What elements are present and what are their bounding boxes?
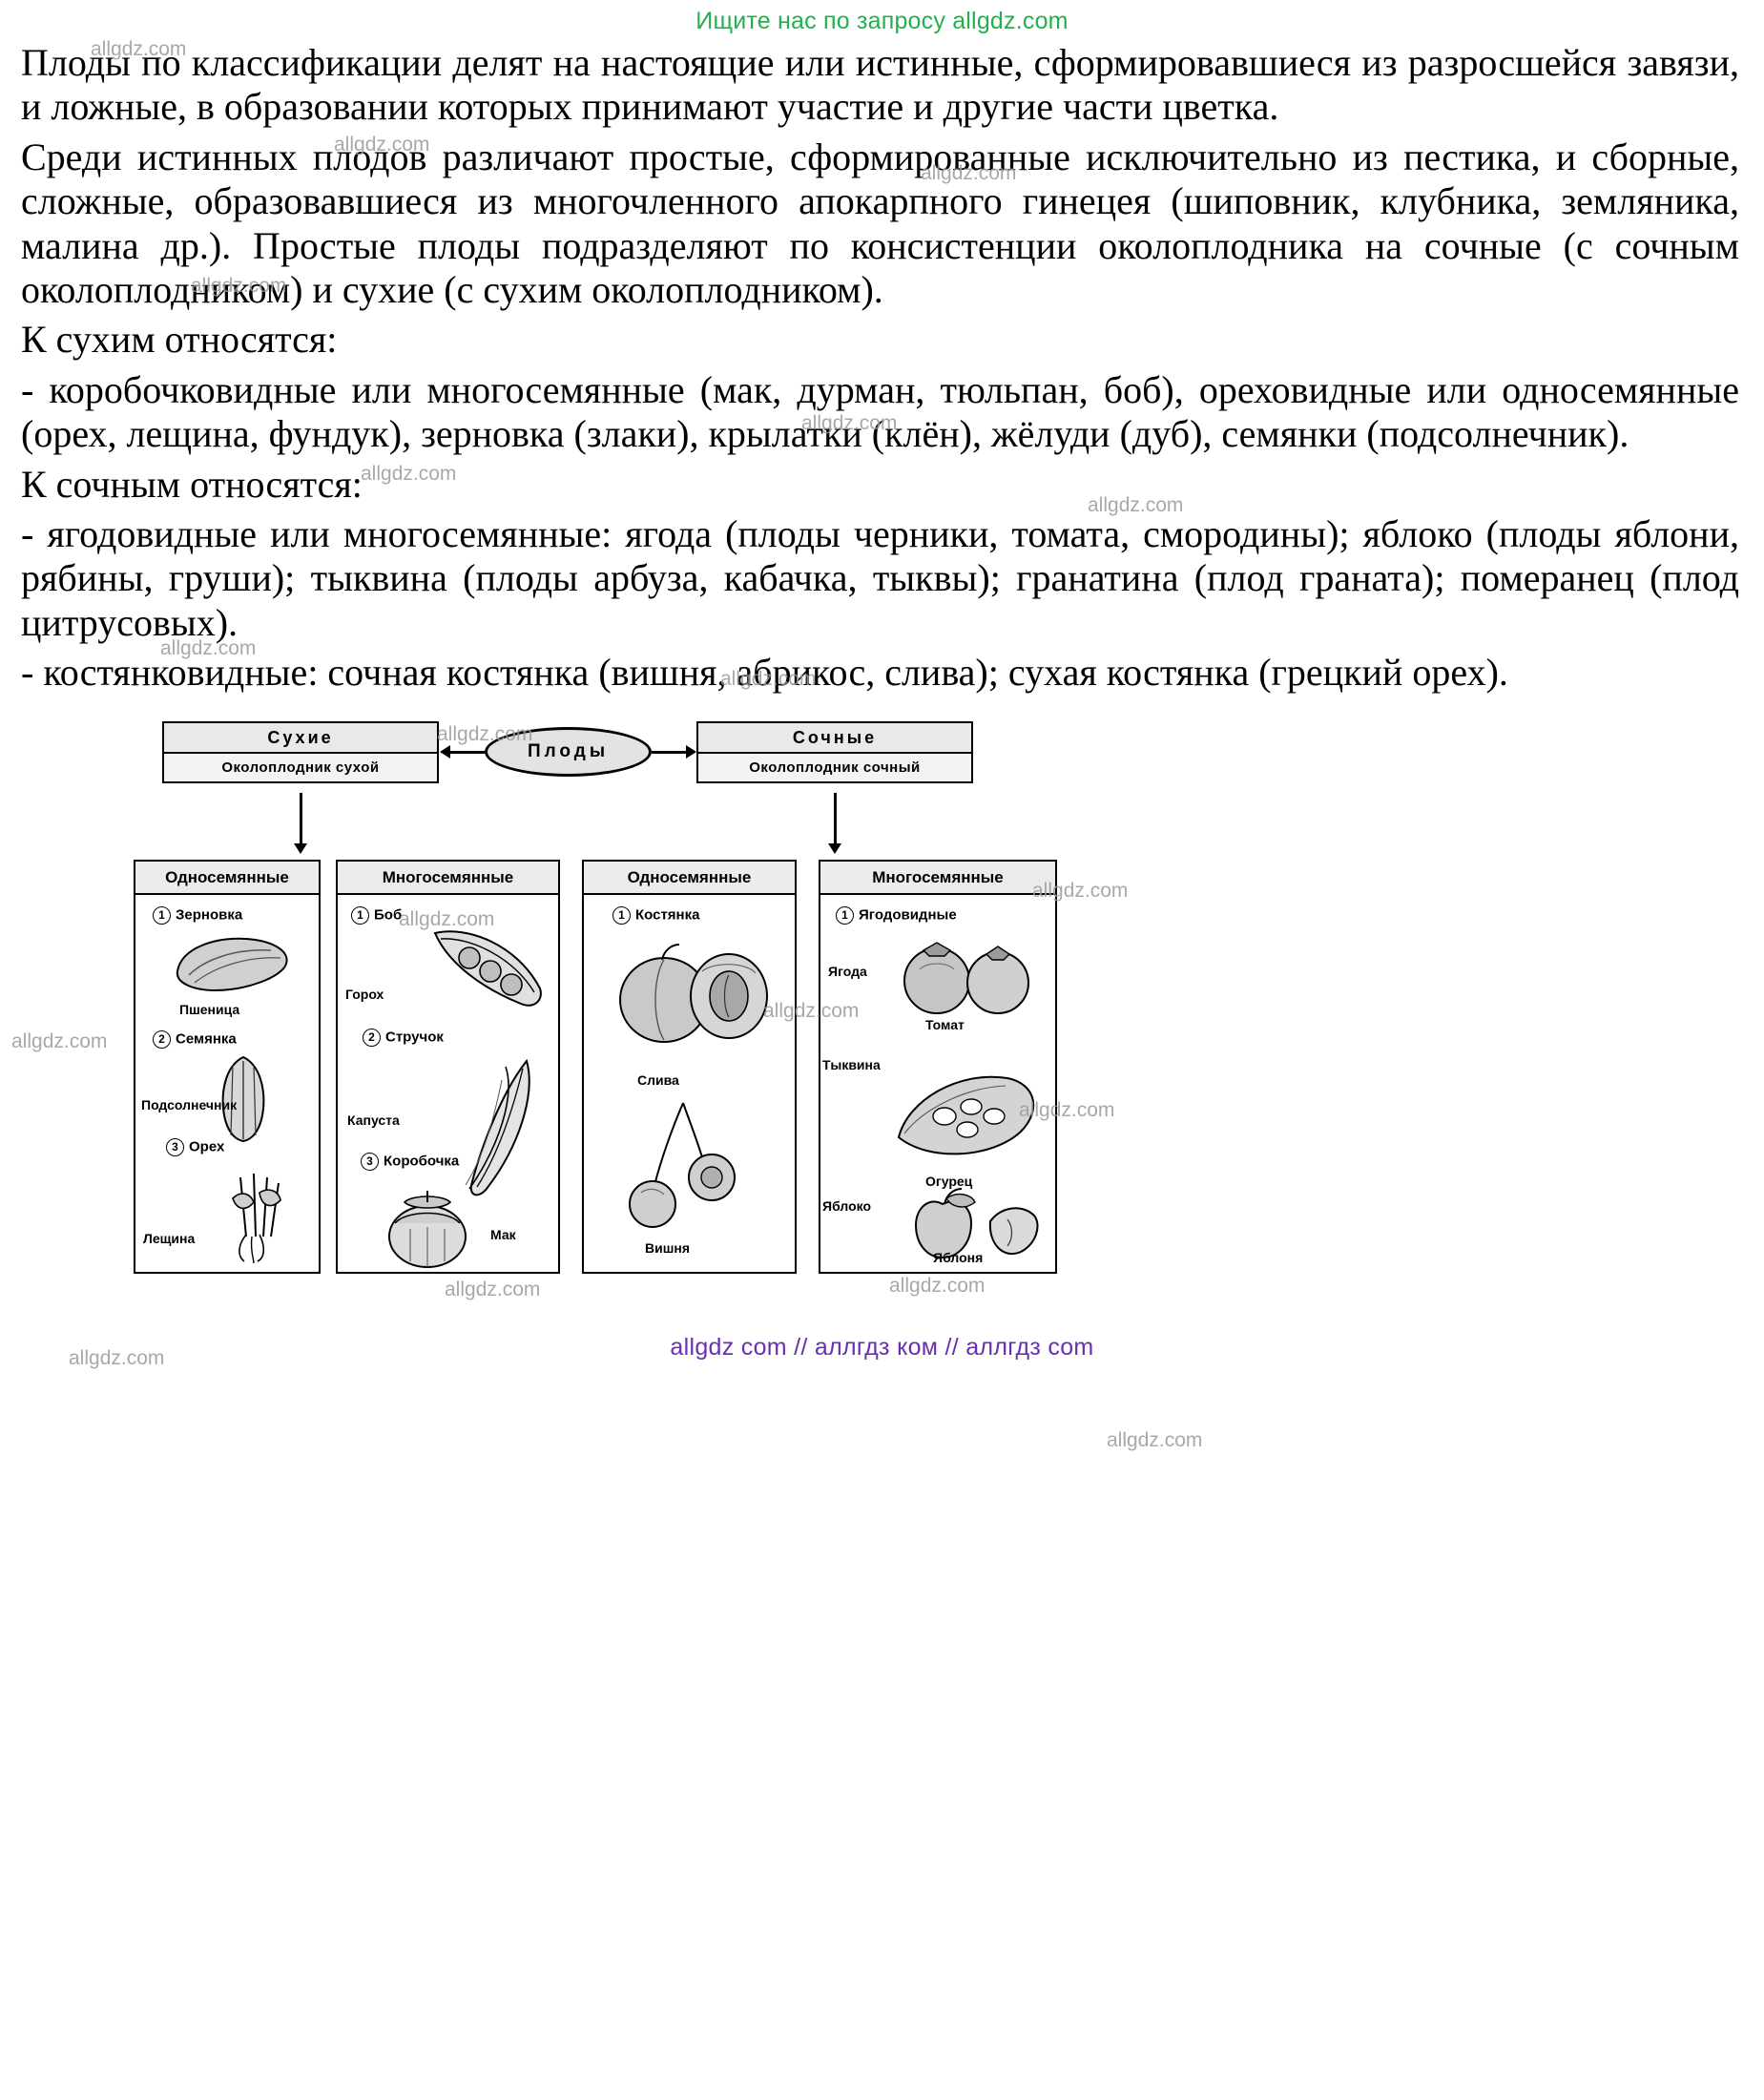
connector-left-arrow-icon [440,745,450,759]
watermark: allgdz.com [1107,1429,1203,1451]
fruit-classification-figure: Сухие Околоплодник сухой Плоды Сочные Ок… [0,712,1764,1322]
group-title-dry: Сухие [164,723,437,755]
item-2-1: 1 Боб [351,906,402,925]
grain-illustration [176,938,288,992]
paragraph-7: - костянковидные: сочная костянка (вишня… [21,651,1508,695]
column-dry-one-seeded: Односемянные 1 Зерновка Пшеница 2 Семянка [134,860,321,1275]
connector-left [450,751,485,755]
connector-right [652,751,686,755]
item-number-icon: 3 [361,1153,379,1172]
drop-line-dry [300,793,302,846]
item-1-3: 3 Орех [166,1138,225,1157]
drop-line-juicy [834,793,837,846]
paragraph-2: Среди истинных плодов различают простые,… [21,135,1739,311]
connector-right-arrow-icon [686,745,696,759]
column-header-2: Многосемянные [338,862,558,896]
item-number-icon: 1 [153,906,171,925]
sunflower-seed-illustration [221,1056,265,1143]
column-header-4: Многосемянные [820,862,1055,896]
pea-pod-illustration [433,930,542,1008]
cucumber-illustration [897,1076,1035,1155]
caption-2-3: Мак [490,1227,516,1243]
item-label: Ягодовидные [859,906,957,924]
paragraph-5: К сочным относятся: [21,462,363,506]
item-label: Стручок [385,1029,444,1046]
column-header-1: Односемянные [135,862,319,896]
caption-4-6: Яблоня [933,1250,984,1266]
document-body: Плоды по классификации делят на настоящи… [0,41,1764,695]
group-box-dry: Сухие Околоплодник сухой [162,721,439,784]
paragraph-3: К сухим относятся: [21,318,338,362]
drop-arrow-dry-icon [294,843,307,855]
plum-illustration [619,944,768,1044]
caption-4-4: Огурец [925,1174,973,1190]
column-body-1: 1 Зерновка Пшеница 2 Семянка [135,895,319,1272]
item-number-icon: 1 [612,906,631,925]
item-2-3: 3 Коробочка [361,1153,460,1172]
caption-3-2: Вишня [645,1240,691,1257]
group-subtitle-juicy: Околоплодник сочный [749,759,921,777]
caption-3-1: Слива [637,1072,679,1089]
item-label: Костянка [635,906,700,924]
caption-4-1: Ягода [828,964,867,980]
top-banner: Ищите нас по запросу allgdz.com [695,8,1069,34]
caption-4-2: Томат [925,1017,965,1033]
cherry-illustration [629,1103,736,1229]
caption-4-3: Тыквина [822,1057,881,1073]
item-1-2: 2 Семянка [153,1030,237,1050]
paragraph-6: - ягодовидные или многосемянные: ягода (… [21,511,1739,644]
caption-1-1: Пшеница [179,1002,240,1018]
column-body-4: 1 Ягодовидные Ягода Томат Тыквина [820,895,1055,1272]
center-node-fruits: Плоды [485,727,652,778]
item-number-icon: 2 [363,1029,381,1048]
footer-banner: allgdz com // аллгдз ком // аллгдз com [670,1334,1094,1362]
item-number-icon: 2 [153,1030,171,1050]
apple-illustration [914,1188,1039,1259]
caption-2-2: Капуста [347,1112,400,1129]
group-box-juicy: Сочные Околоплодник сочный [696,721,973,784]
paragraph-4: - коробочковидные или многосемянные (мак… [21,367,1739,456]
cabbage-silique-illustration [465,1059,530,1196]
item-label: Зерновка [176,906,243,924]
hazel-nut-illustration [232,1174,281,1264]
group-title-juicy: Сочные [698,723,971,755]
item-4-1: 1 Ягодовидные [836,906,957,925]
column-juicy-many-seeded: Многосемянные 1 Ягодовидные Ягода Томат [819,860,1057,1275]
caption-2-1: Горох [345,987,384,1003]
item-label: Семянка [176,1030,237,1048]
item-label: Коробочка [384,1153,460,1170]
item-number-icon: 3 [166,1138,184,1157]
fruit-classification-diagram: Сухие Околоплодник сухой Плоды Сочные Ок… [76,712,1145,1303]
tomato-illustration [903,942,1029,1015]
paragraph-1: Плоды по классификации делят на настоящи… [21,41,1739,129]
caption-1-2: Подсолнечник [141,1097,238,1113]
item-label: Орех [189,1138,225,1155]
caption-1-3: Лещина [143,1231,196,1247]
poppy-capsule-illustration [388,1191,467,1269]
item-label: Боб [374,906,403,924]
item-1-1: 1 Зерновка [153,906,242,925]
item-number-icon: 1 [836,906,854,925]
caption-4-5: Яблоко [822,1198,871,1215]
drop-arrow-juicy-icon [828,843,841,855]
group-subtitle-dry: Околоплодник сухой [221,759,380,777]
column-header-3: Односемянные [584,862,795,896]
item-number-icon: 1 [351,906,369,925]
